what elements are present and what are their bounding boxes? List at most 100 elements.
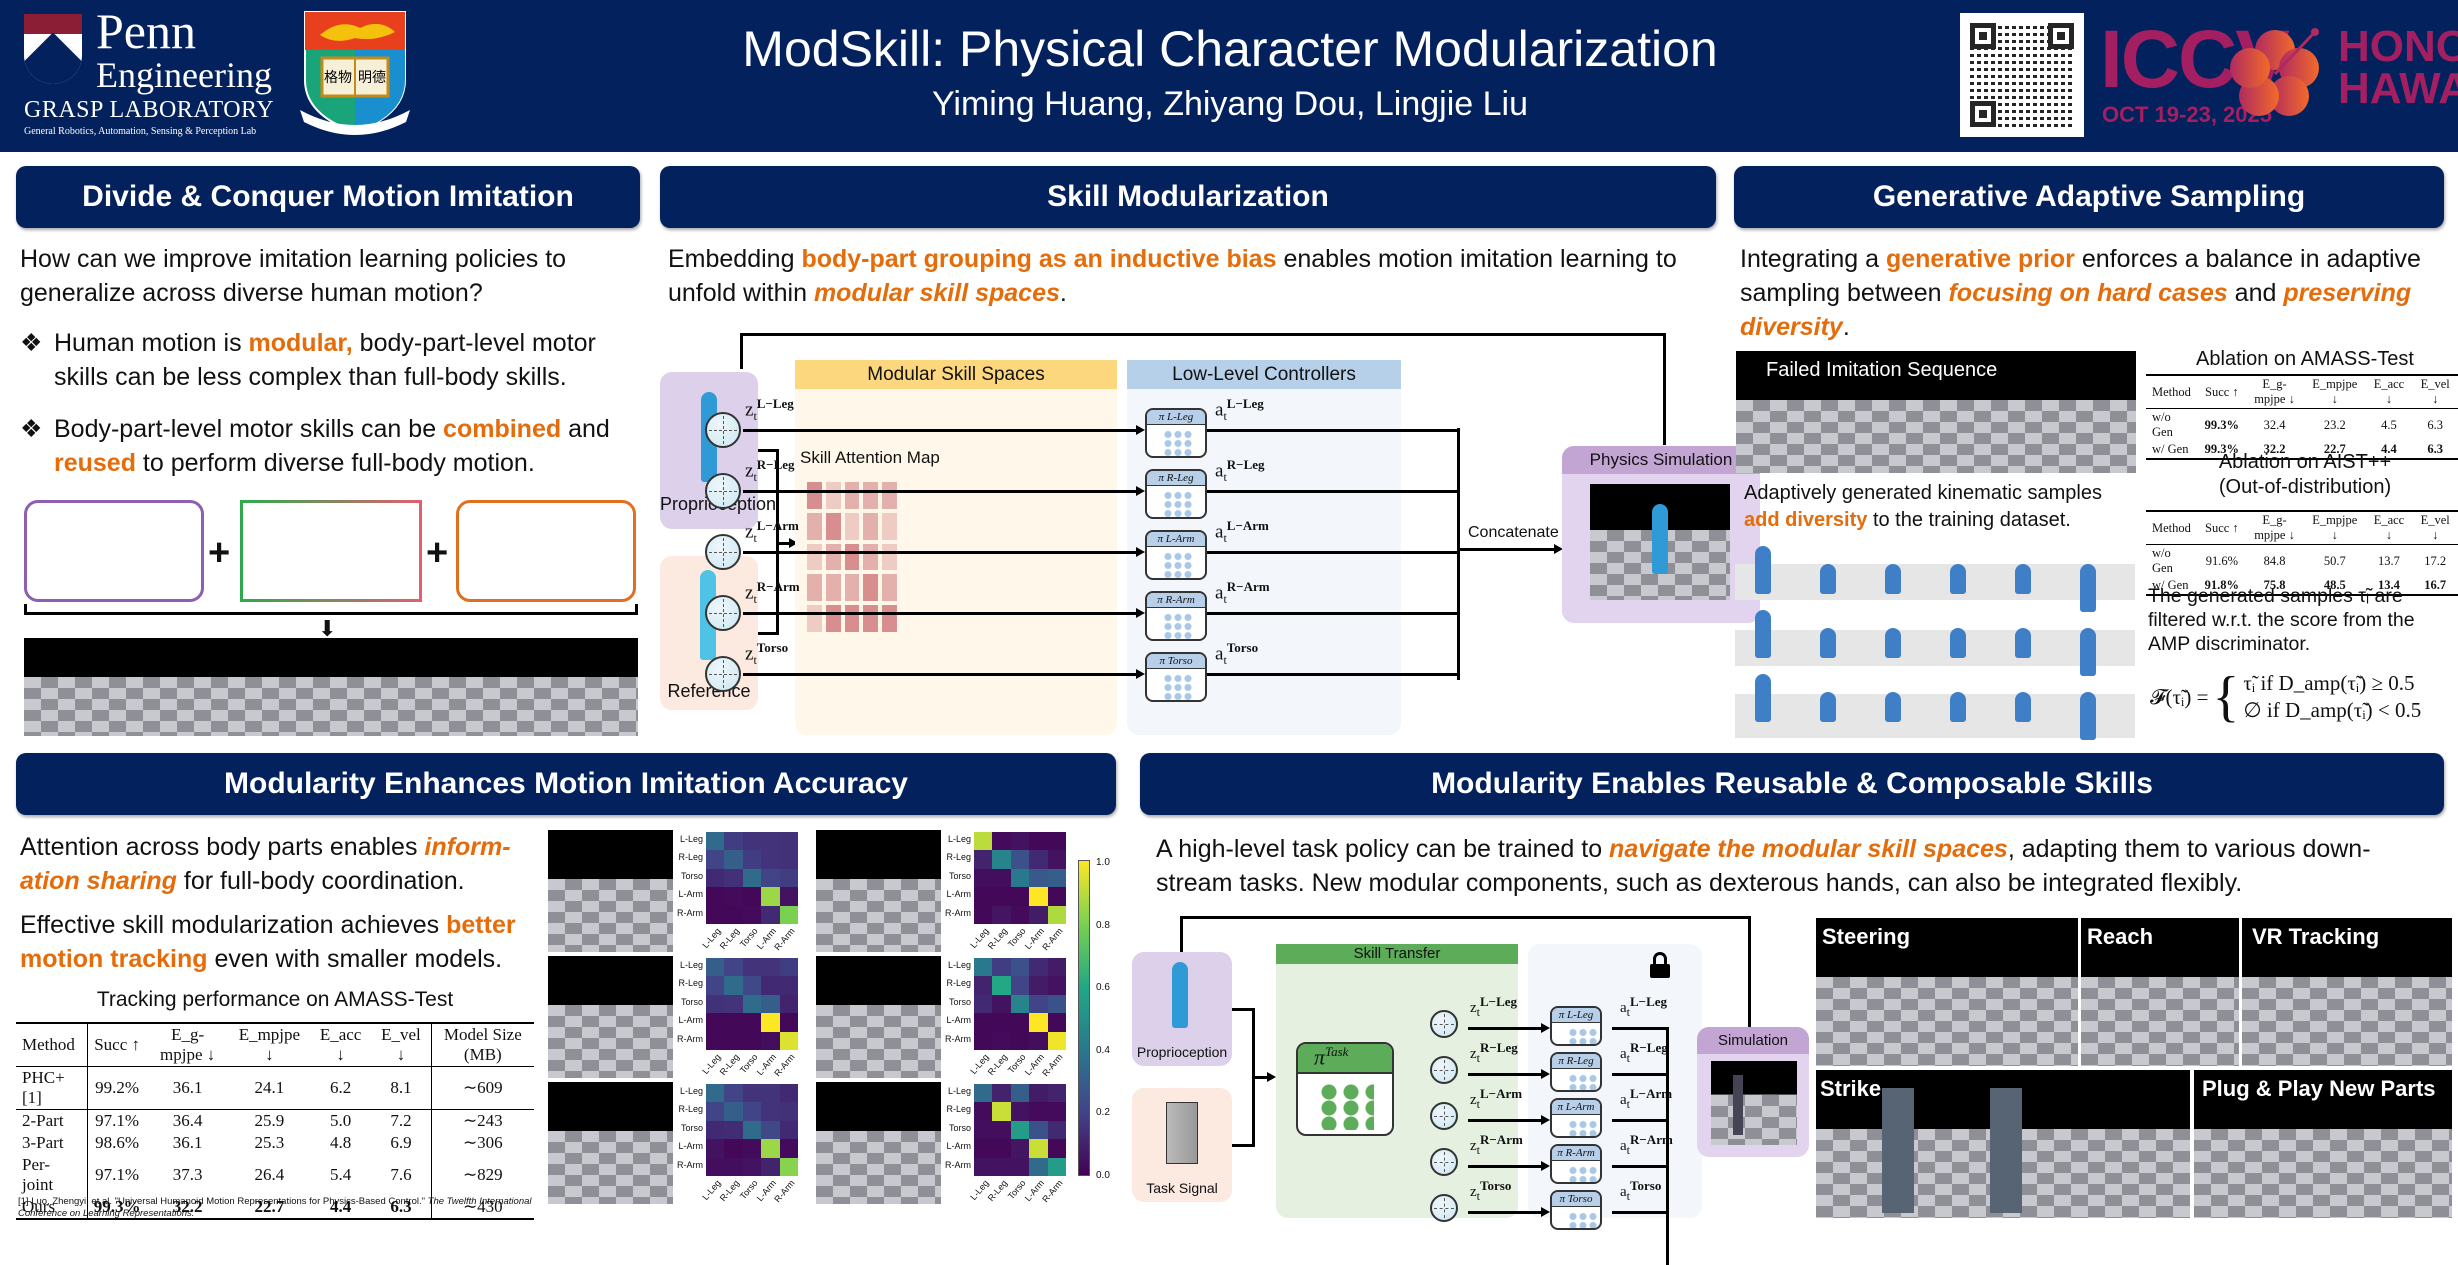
column-header: E_vel ↓ [2412,375,2458,409]
attention-heatmap [706,958,798,1050]
section-header-modularity-enhances: Modularity Enhances Motion Imitation Acc… [16,753,1116,815]
heatmap-cell [1047,905,1066,924]
heatmap-cell [1029,1084,1048,1103]
heatmap-cell [724,994,743,1014]
heatmap-cell [1029,1102,1048,1121]
heatmap-cell [761,905,780,924]
heatmap-ylabel: Torso [680,996,703,1007]
humanoid-figure-icon [1652,504,1668,574]
action-label: atTorso [1215,640,1259,668]
task-signal-block-icon [1166,1102,1198,1164]
table-cell: 99.3% [2204,417,2240,432]
concat-bus [1666,1027,1669,1265]
attention-cell [863,543,879,571]
table-cell: w/o Gen [2152,410,2173,439]
heatmap-ylabel: R-Leg [678,852,703,863]
physics-simulation-title: Physics Simulation [1562,446,1760,474]
diamond-bullet-icon: ❖ [20,415,43,443]
ablation-aist-title: Ablation on AIST++ (Out-of-distribution) [2160,450,2450,500]
heatmap-cell [1010,868,1030,888]
heatmap-cell [761,994,780,1014]
generated-sample-figure [1885,628,1901,658]
filter-formula: 𝓕(τ̃ᵢ) = { τ̃ᵢ if D_amp(τ̃ᵢ) ≥ 0.5 ∅ if … [2150,669,2421,725]
generated-sample-figure [1755,610,1771,658]
table-cell: 84.8 [2263,553,2286,568]
task-label-vr-tracking: VR Tracking [2252,924,2380,949]
desc-text: . [1842,313,1850,341]
attention-cell [807,574,822,602]
pillar [1882,1088,1914,1213]
heatmap-cell [992,958,1011,977]
heatmap-cell [1047,976,1066,995]
attention-heatmap [974,958,1066,1050]
table-cell: 26.4 [254,1165,285,1184]
heatmap-cell [742,1013,762,1032]
latent-label: ztL−Arm [1470,1086,1523,1111]
proprioception-box: Proprioception [660,372,776,529]
desc-text: Integrating a [1740,245,1886,273]
heatmap-cell [974,958,993,977]
controller-label: π R-Leg [1147,471,1205,486]
heatmap-cell [992,868,1011,888]
table-cell: 16.7 [2424,578,2447,592]
other-arm-skill-box [456,500,636,602]
heatmap-cell [992,1013,1011,1032]
section-header-skill-modularization: Skill Modularization [660,166,1716,228]
latent-arrow [1468,1161,1550,1171]
heatmap-cell [724,1157,743,1176]
action-label: atR−Leg [1620,1040,1668,1065]
heatmap-cell [742,1102,762,1121]
heatmap-cell [1047,832,1066,851]
heatmap-cell [992,850,1011,869]
bullet-text: and [561,415,610,443]
heatmap-cell [742,994,762,1014]
controller-policy-box: π L-Arm [1550,1098,1602,1138]
heatmap-cell [779,1084,798,1103]
generated-sample-figure [2015,692,2031,722]
column-header: E_acc ↓ [2365,375,2413,409]
qr-code-icon[interactable] [1960,13,2084,137]
heatmap-cell [1047,868,1066,888]
task-reach-image: Reach [2081,918,2239,1066]
table-cell: Ours [16,1196,88,1219]
adaptive-samples-caption: Adaptively generated kinematic samples a… [1744,480,2134,534]
desc-highlight: focusing on hard cases [1948,279,2228,307]
attention-cell [844,543,860,571]
heatmap-cell [1029,1139,1048,1158]
caption-text: Adaptively generated kinematic samples [1744,482,2102,504]
desc-highlight: modular skill spaces [813,279,1060,307]
attention-cell [882,574,897,602]
heatmap-cell [974,832,993,851]
attention-heatmap [706,832,798,924]
table-cell: 17.2 [2424,553,2447,568]
action-line [1207,490,1460,493]
heatmap-xlabel: R-Leg [985,926,1010,952]
heatmap-cell [1047,1157,1066,1176]
penn-shield-logo [24,14,82,84]
para-text: for full-body coordination. [176,867,465,895]
controller-label: π L-Arm [1552,1100,1600,1115]
latent-arrow [1468,1115,1550,1125]
table-cell: 75.8 [2263,578,2286,592]
action-line [1612,1119,1668,1122]
heatmap-cell [1010,1084,1030,1103]
neural-net-icon [1163,491,1193,517]
latent-label: ztTorso [1470,1178,1512,1203]
latent-label: ztR−Leg [1470,1040,1518,1065]
neural-net-icon [1568,1120,1598,1136]
heatmap-cell [761,1120,780,1140]
column-header: E_vel ↓ [2412,511,2458,545]
bullet-highlight: combined [443,415,562,443]
task-label-strike: Strike [1820,1076,1882,1101]
action-label: atR−Arm [1215,579,1270,607]
heatmap-cell [706,887,725,906]
heatmap-cell [992,905,1011,924]
heatmap-cell [974,905,993,924]
table-cell: ∼430 [462,1197,503,1216]
bracket-end [635,604,638,614]
table-cell: 4.8 [329,1133,352,1152]
table-cell: Per-joint [16,1154,88,1196]
desc-text: and [2227,279,2284,307]
